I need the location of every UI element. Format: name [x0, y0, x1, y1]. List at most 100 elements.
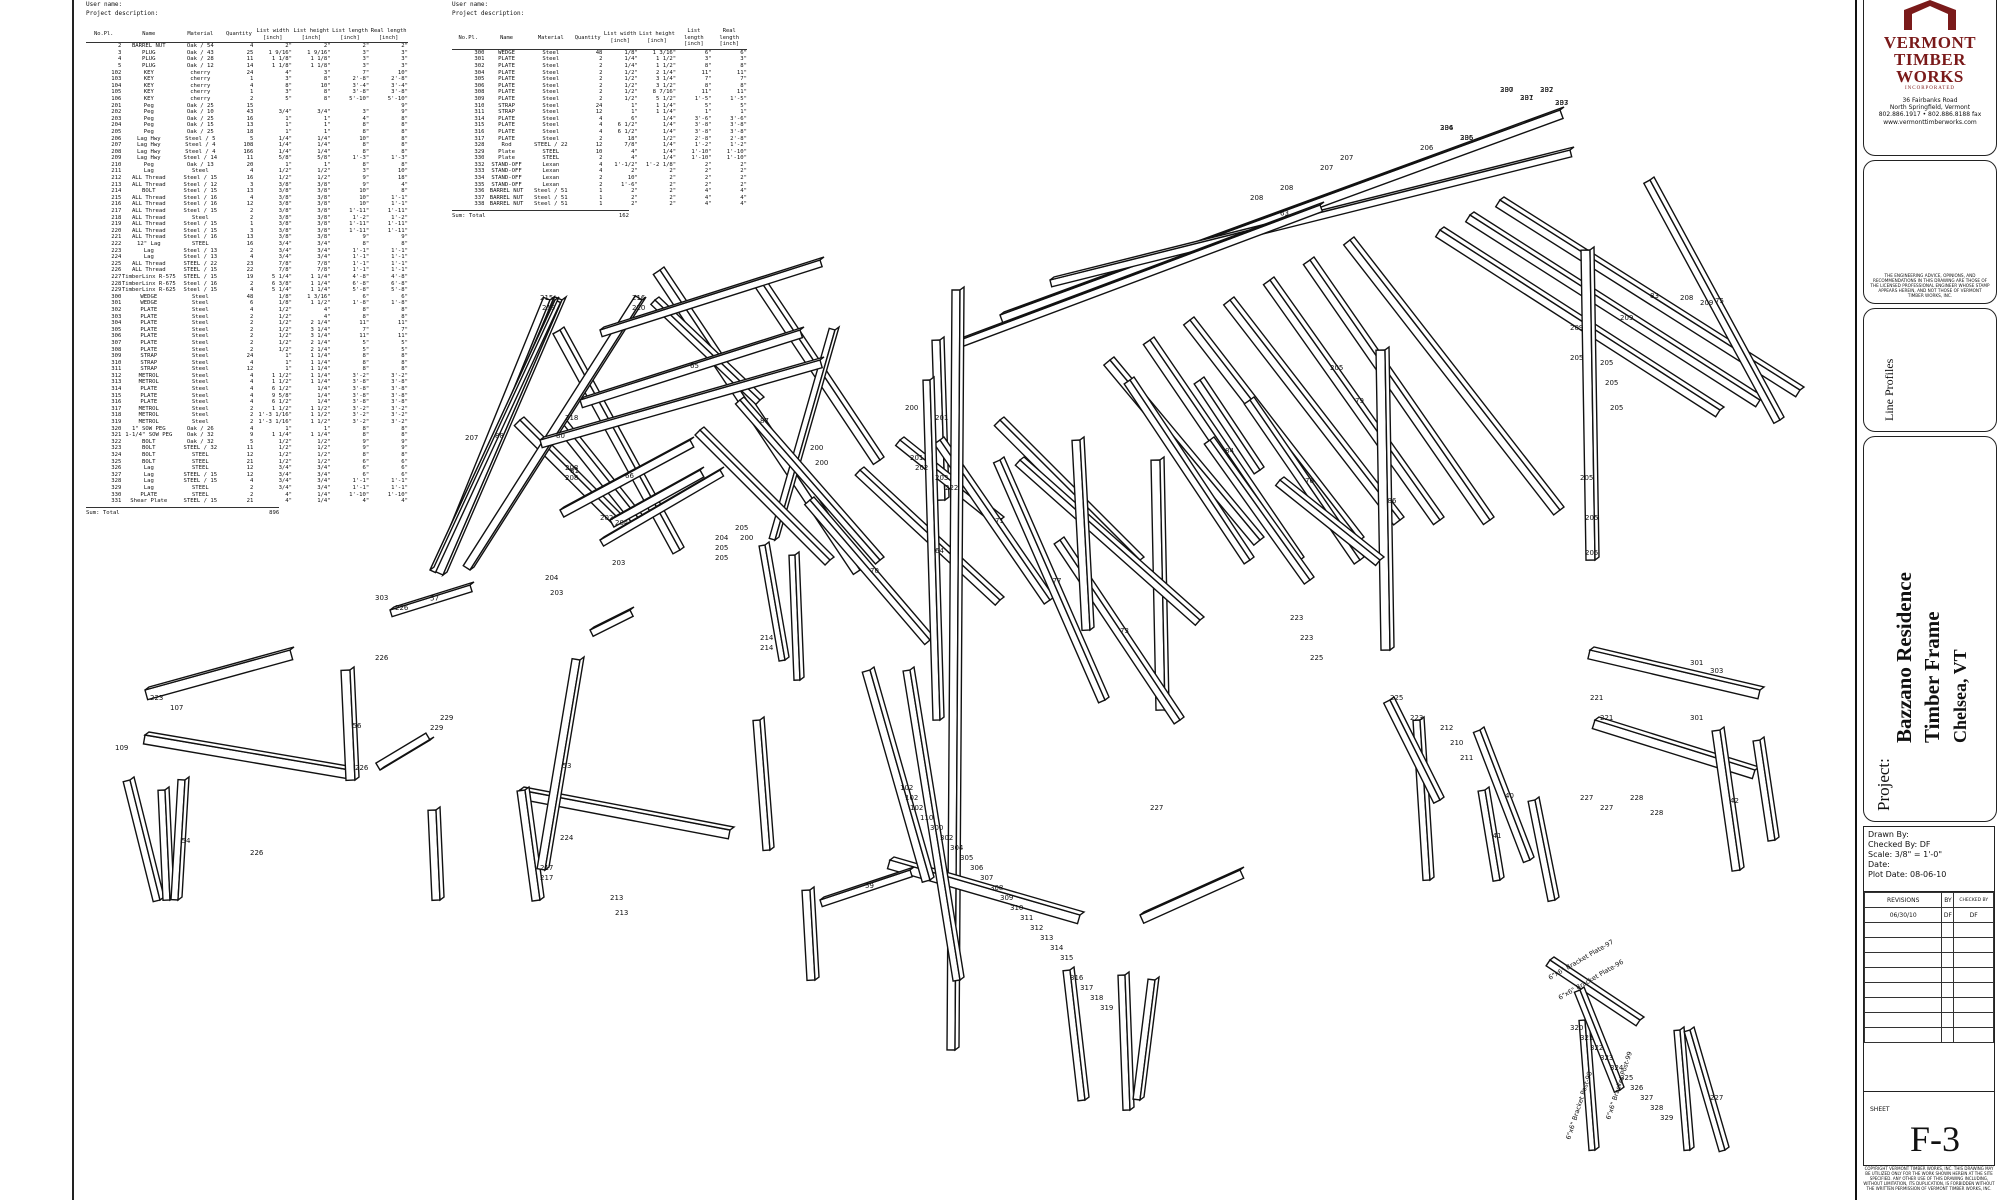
part-number-label: 205	[1600, 359, 1613, 367]
table-cell: 8"	[401, 425, 408, 432]
table-cell: 1-1/4" SOW PEG	[125, 432, 173, 439]
timber-member-face	[1069, 965, 1090, 1102]
table-cell: STEEL	[191, 458, 209, 465]
table-cell: 4"	[740, 201, 747, 208]
table-cell: 24	[246, 353, 254, 360]
table-cell: 1/4"	[317, 491, 331, 498]
table-cell: 1/2"	[278, 326, 293, 333]
project-box: Project: Bazzano Residence Timber Frame …	[1863, 436, 1997, 822]
table-cell: Oak / 28	[186, 56, 214, 63]
table-cell: STAND-OFF	[491, 161, 522, 168]
table-cell: 5"	[704, 102, 712, 109]
table-cell: STRAP	[140, 366, 158, 373]
table-cell: 9"	[362, 234, 370, 241]
project-name: Bazzano Residence	[1892, 572, 1916, 743]
beam-mark-label: 63	[1280, 210, 1289, 218]
table-cell: STRAP	[498, 109, 515, 116]
table-cell: 25	[246, 49, 254, 56]
timber-member-face	[1124, 970, 1135, 1112]
logo-subtitle: INCORPORATED	[1904, 86, 1956, 91]
table-cell: 2	[118, 43, 122, 50]
table-cell: 3'-2"	[391, 372, 408, 379]
table-cell: 108	[243, 142, 254, 149]
table-cell: 221	[111, 234, 122, 241]
part-number-label: 205	[735, 524, 748, 532]
table-cell: 8"	[323, 89, 331, 96]
table-cell: 8"	[704, 82, 712, 89]
table-cell: 2	[250, 339, 254, 346]
timber-member-face	[869, 665, 935, 882]
table-cell: 3/4"	[317, 241, 331, 247]
table-cell: PLATE	[140, 491, 158, 498]
sheet-label: SHEET	[1870, 1106, 1890, 1113]
table-cell: 8"	[362, 142, 370, 149]
company-address: 36 Fairbanks Road North Springfield, Ver…	[1878, 97, 1982, 126]
timber-member-face	[959, 201, 1325, 341]
part-number-label: 215	[540, 294, 553, 302]
table-cell: 4	[250, 392, 254, 399]
table-cell: Steel	[191, 372, 209, 379]
part-number-label: 325	[1620, 1074, 1633, 1082]
table-cell: 3/8"	[317, 188, 331, 195]
part-number-label: 301	[1690, 714, 1703, 722]
part-number-label: 227	[1580, 794, 1593, 802]
table-cell: 332	[474, 161, 485, 168]
table-cell: 1/2"	[317, 452, 331, 458]
table-cell: STEEL / 22	[183, 260, 218, 267]
table-cell: 15	[246, 102, 254, 109]
table-cell: 3'-2"	[391, 412, 408, 419]
table-cell: STEEL	[542, 148, 560, 155]
table-cell: 9"	[362, 445, 370, 452]
part-number-label: 223	[1300, 634, 1313, 642]
timber-member-face	[1389, 695, 1445, 802]
table-cell: 1/4"	[317, 135, 331, 142]
table-cell: 1/2"	[278, 339, 293, 346]
table-cell: Peg	[143, 128, 154, 135]
part-number-label: 318	[1090, 994, 1103, 1002]
timber-member-face	[579, 326, 805, 401]
table-cell: 1 1/8"	[271, 62, 293, 69]
table-cell: 8"	[401, 122, 408, 129]
table-cell: 4	[250, 425, 254, 432]
column-header: Quantity	[224, 28, 254, 44]
table-cell: 8"	[323, 76, 331, 83]
sum-label: Sum: Total	[86, 509, 120, 516]
timber-member-face	[435, 805, 445, 902]
table-cell: STEEL / 15	[183, 471, 218, 478]
table-cell: 8"	[401, 306, 408, 313]
table-cell: BOLT	[142, 445, 156, 452]
table-cell: 1"	[285, 122, 293, 129]
timber-member-face	[379, 736, 435, 771]
company-logo-block: VERMONT TIMBER WORKS INCORPORATED 36 Fai…	[1863, 0, 1997, 156]
table-cell: 7/8"	[317, 260, 331, 267]
beam-mark-label: 40	[1505, 792, 1514, 800]
table-cell: 2"	[631, 168, 638, 175]
table-cell: 309	[474, 95, 485, 102]
part-number-label: 207	[1540, 86, 1553, 94]
part-number-label: 316	[1070, 974, 1084, 982]
table-cell: 1'-1"	[352, 484, 370, 491]
table-cell: ALL Thread	[131, 221, 166, 228]
table-cell: 6"	[362, 458, 370, 465]
table-cell: 1 1/4"	[310, 273, 331, 280]
table-cell: Oak / 25	[186, 102, 214, 109]
table-cell: 5'-8"	[391, 287, 408, 294]
table-cell: 1/2"	[317, 458, 331, 465]
table-cell: 4'-8"	[352, 273, 370, 280]
table-cell: 3 1/4"	[310, 326, 331, 333]
table-cell: 225	[111, 260, 122, 267]
table-cell: 325	[111, 458, 122, 465]
